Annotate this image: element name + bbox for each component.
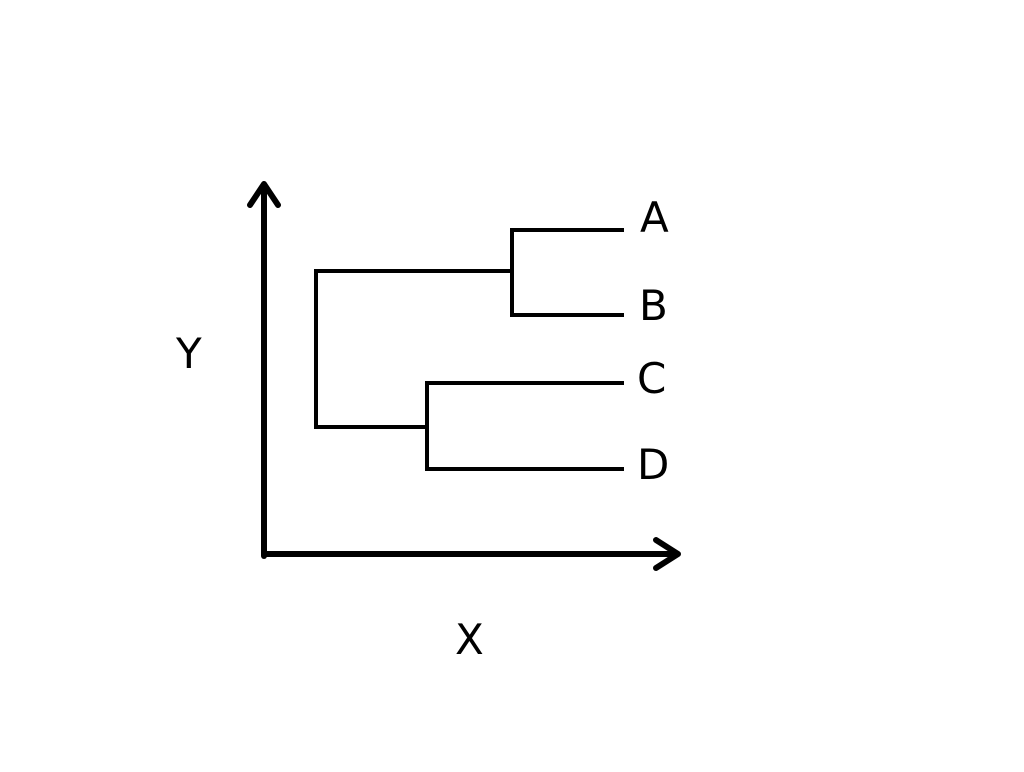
leaf-label-b: B	[639, 281, 668, 330]
x-axis-arrowhead	[653, 537, 681, 571]
y-axis-label: Y	[176, 329, 202, 378]
y-axis-arrowhead	[247, 181, 281, 208]
leaf-label-c: C	[637, 354, 667, 403]
leaf-label-d: D	[637, 440, 670, 489]
dendrogram	[314, 228, 624, 471]
axes	[247, 181, 681, 571]
leaf-label-a: A	[640, 193, 669, 242]
x-axis-label: X	[455, 615, 484, 664]
